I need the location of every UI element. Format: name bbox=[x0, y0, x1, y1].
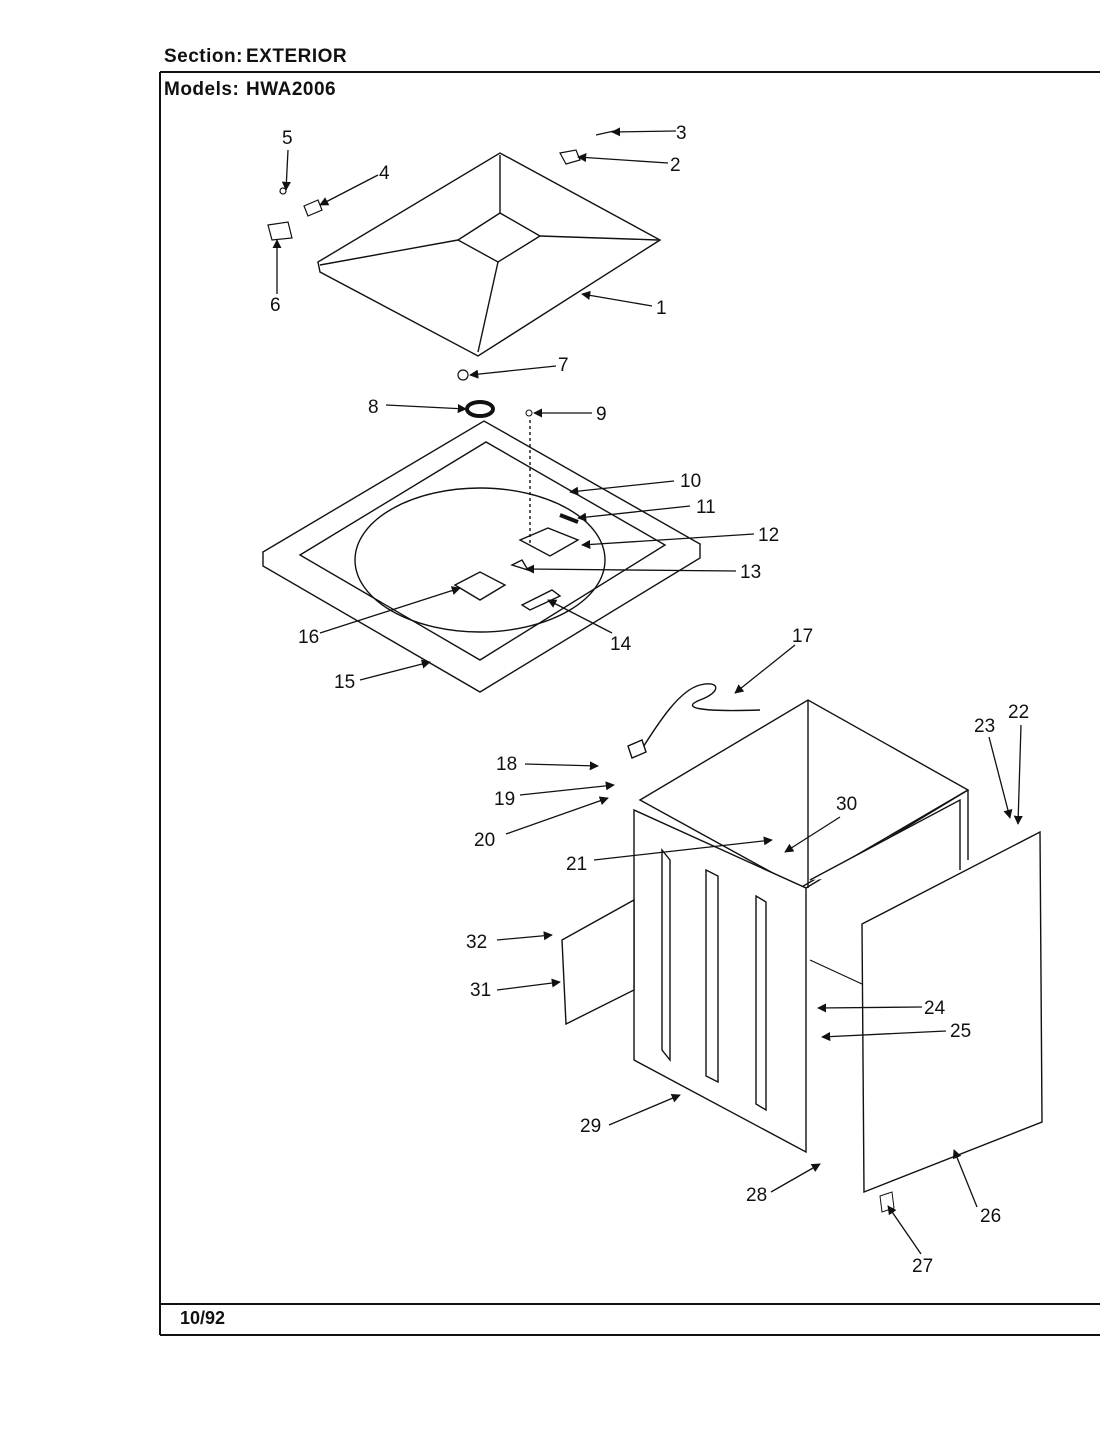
callout-12: 12 bbox=[758, 525, 779, 546]
callout-18: 18 bbox=[496, 754, 517, 775]
callout-24: 24 bbox=[924, 998, 946, 1019]
callout-1: 1 bbox=[656, 298, 667, 319]
revision-date: 10/92 bbox=[180, 1308, 226, 1328]
callout-21: 21 bbox=[566, 854, 587, 875]
screw-part bbox=[525, 409, 533, 417]
callout-31: 31 bbox=[470, 980, 491, 1001]
page-frame bbox=[159, 71, 1100, 1336]
callout-16: 16 bbox=[298, 627, 319, 648]
power-cord-part bbox=[627, 683, 761, 759]
section-label: Section: bbox=[164, 46, 243, 67]
lid-part bbox=[316, 152, 662, 357]
callout-14: 14 bbox=[610, 634, 632, 655]
callout-29: 29 bbox=[580, 1116, 601, 1137]
side-access-panel-part bbox=[561, 898, 635, 1026]
top-panel-part bbox=[261, 420, 702, 693]
callout-25: 25 bbox=[950, 1021, 971, 1042]
callout-8: 8 bbox=[368, 397, 379, 418]
callout-27: 27 bbox=[912, 1256, 933, 1277]
leader-lines bbox=[272, 127, 1023, 1255]
callout-22: 22 bbox=[1008, 702, 1029, 723]
callout-13: 13 bbox=[740, 562, 761, 583]
callout-19: 19 bbox=[494, 789, 515, 810]
small-hinge-parts bbox=[267, 130, 615, 381]
models-value: HWA2006 bbox=[246, 79, 337, 100]
callout-9: 9 bbox=[596, 404, 607, 425]
callout-5: 5 bbox=[282, 128, 293, 149]
callout-6: 6 bbox=[270, 295, 281, 316]
back-panel-part bbox=[861, 830, 1043, 1194]
section-value: EXTERIOR bbox=[246, 46, 348, 67]
callout-15: 15 bbox=[334, 672, 355, 693]
callout-4: 4 bbox=[379, 163, 390, 184]
models-header: Models: HWA2006 bbox=[164, 79, 336, 101]
callout-7: 7 bbox=[558, 355, 569, 376]
callout-20: 20 bbox=[474, 830, 495, 851]
callout-labels: 1 2 3 4 5 6 7 8 9 10 11 12 13 14 15 16 1… bbox=[270, 123, 1029, 1277]
callout-26: 26 bbox=[980, 1206, 1001, 1227]
callout-28: 28 bbox=[746, 1185, 767, 1206]
callout-32: 32 bbox=[466, 932, 487, 953]
gasket-ring-part bbox=[465, 400, 495, 418]
callout-30: 30 bbox=[836, 794, 857, 815]
rail-line bbox=[809, 959, 863, 985]
cabinet-part bbox=[633, 699, 970, 1154]
section-header: Section:EXTERIOR bbox=[164, 46, 347, 68]
callout-10: 10 bbox=[680, 471, 701, 492]
models-label: Models: bbox=[164, 79, 240, 100]
callout-17: 17 bbox=[792, 626, 813, 647]
callout-2: 2 bbox=[670, 155, 681, 176]
callout-23: 23 bbox=[974, 716, 995, 737]
callout-3: 3 bbox=[676, 123, 687, 144]
foot-part bbox=[879, 1191, 895, 1213]
callout-11: 11 bbox=[696, 497, 716, 518]
